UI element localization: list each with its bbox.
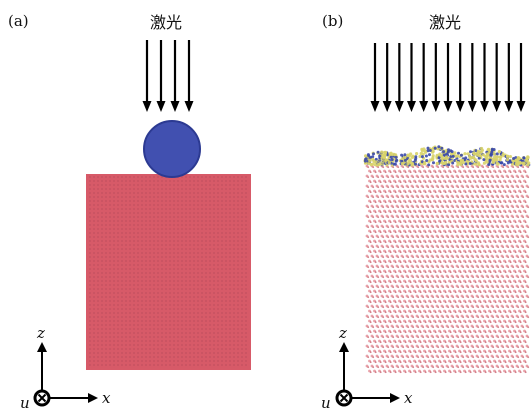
- panel-b-laser-arrow: [504, 43, 514, 112]
- panel-b-z-arrowhead: [339, 342, 349, 352]
- panel-b-x-label: x: [404, 389, 413, 407]
- panel-b-laser-arrow: [419, 43, 429, 112]
- panel-b-laser-label: 激光: [429, 13, 461, 32]
- panel-a-laser-arrow: [184, 40, 194, 112]
- panel-b-laser-arrows: [370, 43, 526, 112]
- panel-a-nanoparticle: [144, 121, 200, 177]
- panel-b-laser-arrow: [443, 43, 453, 112]
- panel-b-laser-arrow: [382, 43, 392, 112]
- panel-b-laser-arrow: [492, 43, 502, 112]
- panel-b: (b) 激光 z x u: [321, 12, 531, 410]
- panel-b-u-axis-cross: [339, 393, 349, 403]
- panel-b-laser-arrow: [407, 43, 416, 112]
- panel-a-laser-arrows: [142, 40, 194, 112]
- panel-b-label: (b): [322, 12, 343, 30]
- panel-a-axes: z x u: [20, 324, 111, 410]
- panel-a-u-axis-cross: [37, 393, 47, 403]
- panel-a-laser-label: 激光: [150, 13, 182, 32]
- panel-b-substrate-lattice: [365, 164, 530, 374]
- panel-a: (a) 激光 z x u: [8, 12, 251, 410]
- panel-a-z-label: z: [36, 324, 45, 342]
- panel-b-axes: z x u: [321, 324, 413, 410]
- panel-b-laser-arrow: [467, 43, 477, 112]
- panel-b-x-arrowhead: [390, 393, 400, 403]
- panel-b-laser-arrow: [370, 43, 380, 112]
- panel-a-laser-arrow: [170, 40, 180, 112]
- panel-b-laser-arrow: [431, 43, 441, 112]
- panel-a-x-arrowhead: [88, 393, 98, 403]
- panel-a-substrate-texture: [88, 175, 248, 367]
- panel-a-label: (a): [8, 12, 29, 30]
- panel-a-laser-arrow: [142, 40, 152, 112]
- panel-b-laser-arrow: [516, 43, 526, 112]
- panel-b-laser-arrow: [480, 43, 489, 112]
- panel-b-z-label: z: [338, 324, 347, 342]
- panel-b-debris-layer: [363, 145, 531, 167]
- panel-a-u-label: u: [20, 394, 30, 410]
- panel-a-x-label: x: [102, 389, 111, 407]
- panel-a-laser-arrow: [156, 40, 166, 112]
- panel-a-z-arrowhead: [37, 342, 47, 352]
- panel-a-nanoparticle-shade: [143, 120, 201, 178]
- panel-b-substrate: [365, 163, 529, 375]
- panel-b-u-label: u: [321, 394, 331, 410]
- panel-b-laser-arrow: [394, 43, 404, 112]
- panel-b-laser-arrow: [455, 43, 465, 112]
